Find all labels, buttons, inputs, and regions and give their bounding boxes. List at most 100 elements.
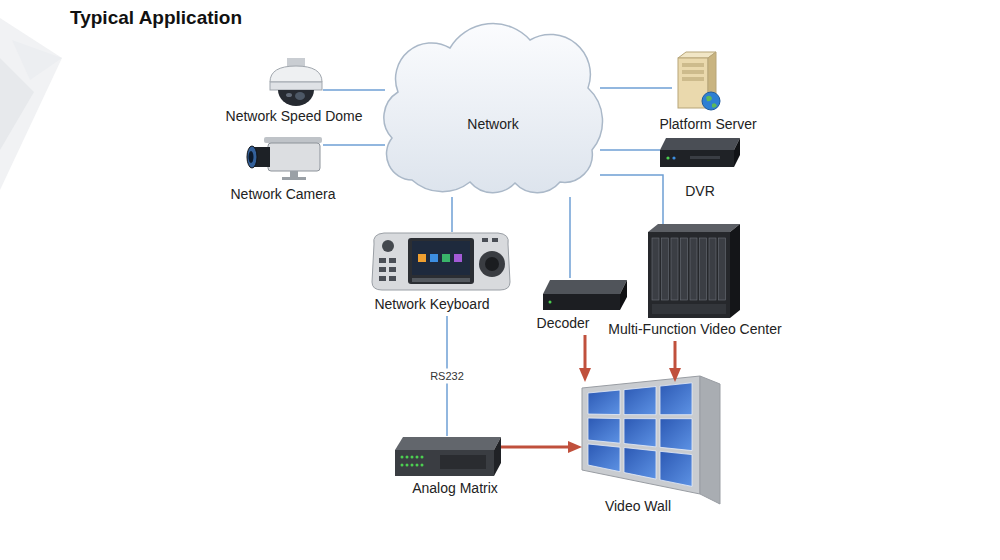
video-center-icon: [709, 238, 716, 300]
keyboard-icon: [430, 254, 438, 262]
analog-matrix-icon: [421, 456, 424, 459]
speed-dome-node: Network Speed Dome: [265, 58, 323, 108]
background-watermark: [12, 40, 62, 80]
signal-arrow: [584, 335, 587, 372]
speed-dome-icon: [270, 82, 322, 90]
device-label: DVR: [685, 183, 715, 200]
analog-matrix-icon: [411, 456, 414, 459]
analog-matrix-icon: [395, 450, 494, 476]
network-camera-icon: [247, 146, 257, 168]
decoder-icon: [543, 294, 620, 310]
keyboard-icon: [372, 233, 510, 290]
cloud-label: Network: [467, 116, 518, 133]
speed-dome-icon: [270, 58, 322, 106]
keyboard-icon: [442, 254, 450, 262]
speed-dome-icon: [278, 90, 314, 106]
keyboard-icon: [379, 276, 386, 281]
decoder-icon: [543, 280, 627, 310]
network-cloud-node: Network: [385, 26, 600, 194]
video-center-icon: [648, 224, 740, 318]
video-center-icon: [648, 232, 730, 318]
video-center-icon: [700, 238, 707, 300]
network-camera-icon: [247, 137, 322, 180]
signal-arrow: [501, 446, 572, 449]
server-icon: [678, 52, 720, 110]
device-label: Network Camera: [230, 186, 335, 203]
video-center-icon: [671, 238, 678, 300]
network-link: [600, 87, 672, 89]
device-label: Platform Server: [659, 116, 756, 133]
video-center-icon: [648, 224, 740, 232]
keyboard-icon: [412, 241, 470, 275]
device-label: Decoder: [537, 315, 590, 332]
network-link: [569, 197, 571, 278]
signal-arrow: [674, 341, 677, 372]
analog-matrix-icon: [494, 437, 501, 476]
decoder-icon: [543, 280, 627, 294]
video-wall-icon: [660, 451, 692, 486]
server-icon: [702, 92, 720, 110]
analog-matrix-icon: [411, 464, 414, 467]
camera-node: Network Camera: [245, 137, 323, 183]
video-wall-icon: [700, 376, 720, 504]
keyboard-icon: [382, 240, 394, 252]
network-camera-icon: [290, 171, 298, 178]
device-label: Network Speed Dome: [226, 108, 363, 125]
background-watermark: [0, 18, 62, 190]
decoder-icon: [620, 280, 627, 310]
analog-matrix-icon: [406, 456, 409, 459]
network-camera-icon: [282, 177, 306, 180]
video-center-icon: [652, 304, 726, 314]
video-center-icon: [719, 238, 726, 300]
network-link: [600, 175, 663, 224]
dvr-icon: [660, 138, 740, 150]
keyboard-icon: [389, 267, 396, 272]
dvr-icon: [666, 156, 669, 159]
video-wall-icon: [624, 387, 656, 415]
analog-matrix-icon: [416, 464, 419, 467]
keyboard-icon: [379, 258, 386, 263]
keyboard-icon: [379, 267, 386, 272]
analog-matrix-icon: [421, 464, 424, 467]
device-label: Analog Matrix: [412, 480, 498, 497]
video-wall-icon: [660, 383, 692, 415]
server-icon: [706, 96, 712, 101]
video-wall-icon: [588, 418, 620, 443]
analog-matrix-icon: [401, 464, 404, 467]
dvr-icon: [660, 138, 740, 167]
video-center-icon: [681, 238, 688, 300]
server-icon: [712, 103, 717, 107]
keyboard-icon: [418, 254, 426, 262]
video-center-icon: [662, 238, 669, 300]
video-wall-icon: [624, 448, 656, 480]
video-wall-icon: [660, 419, 692, 451]
analog-matrix-icon: [416, 456, 419, 459]
keyboard-icon: [479, 251, 505, 277]
video-wall-node: Video Wall: [582, 382, 720, 504]
keyboard-icon: [454, 254, 462, 262]
analog-matrix-icon: [440, 455, 486, 469]
server-icon: [682, 77, 704, 81]
network-link: [323, 89, 385, 91]
server-icon: [682, 70, 704, 74]
network-camera-icon: [249, 151, 254, 163]
keyboard-icon: [372, 233, 510, 290]
diagram-title: Typical Application: [70, 6, 242, 30]
decoder-node: Decoder: [543, 278, 627, 312]
video-center-icon: [652, 238, 659, 300]
dvr-icon: [690, 156, 720, 159]
network-cloud: [384, 24, 603, 193]
speed-dome-icon: [270, 66, 322, 82]
speed-dome-icon: [295, 92, 305, 100]
device-label: Network Keyboard: [374, 296, 489, 313]
keyboard-icon: [412, 278, 470, 282]
keyboard-icon: [492, 238, 498, 242]
network-link: [600, 149, 660, 151]
network-camera-icon: [264, 137, 322, 143]
keyboard-icon: [482, 238, 488, 242]
analog-matrix-icon: [401, 456, 404, 459]
signal-label: RS232: [428, 369, 466, 384]
network-link: [451, 197, 453, 232]
